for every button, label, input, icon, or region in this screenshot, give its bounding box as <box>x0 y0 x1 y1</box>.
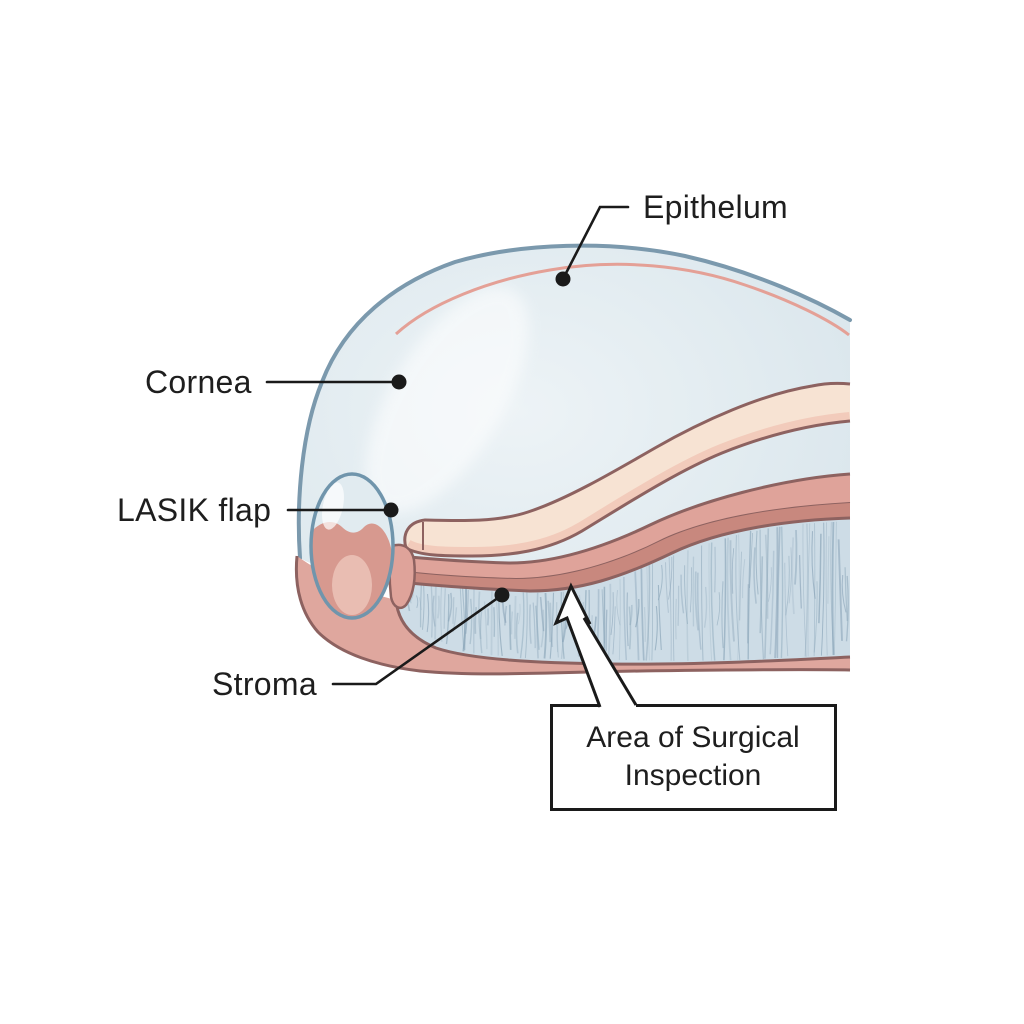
callout-text-line2: Inspection <box>624 759 762 792</box>
stroma-bottom-edge <box>394 599 851 666</box>
label-lasik-flap: LASIK flap <box>117 492 272 528</box>
hinge-circle-outline <box>309 472 395 620</box>
cornea-leader-dot <box>391 374 407 390</box>
posterior-band <box>294 555 851 676</box>
epithelium-leader-dot <box>555 271 571 287</box>
stromal-bed-band <box>397 472 851 578</box>
cornea-outline <box>296 243 852 560</box>
posterior-band-fill <box>296 556 850 674</box>
lasik-flap-band <box>403 381 851 558</box>
callout-arrow <box>553 582 638 708</box>
epithelium-line <box>394 262 850 337</box>
stromal-bed-band-fill <box>397 474 850 578</box>
callout-text: Area of Surgical Inspection <box>551 705 835 809</box>
callout-text-line1: Area of Surgical <box>586 721 800 754</box>
epithelium-leader-line <box>561 205 630 281</box>
callout-box <box>550 704 837 811</box>
flap-bottom-edge <box>405 419 851 558</box>
label-stroma: Stroma <box>212 666 317 702</box>
stroma-leader-line <box>331 593 504 686</box>
flap-top-edge <box>403 381 851 549</box>
stroma-top-edge <box>397 516 851 593</box>
interface-dark-band-fill <box>397 502 850 591</box>
label-epithelium: Epithelum <box>643 189 788 225</box>
label-cornea: Cornea <box>145 364 252 400</box>
lasik-flap-leader-dot <box>383 502 399 518</box>
outer-bottom-edge <box>294 555 851 676</box>
annotations <box>265 205 630 686</box>
flap-fill <box>404 383 850 556</box>
stroma-leader-dot <box>494 587 510 603</box>
stromal-bed-top-edge <box>398 472 851 565</box>
flap-fold <box>388 543 416 609</box>
hinge-highlight <box>322 482 344 530</box>
hinge-tissue-highlight <box>332 555 372 615</box>
cornea-highlight <box>365 286 529 514</box>
